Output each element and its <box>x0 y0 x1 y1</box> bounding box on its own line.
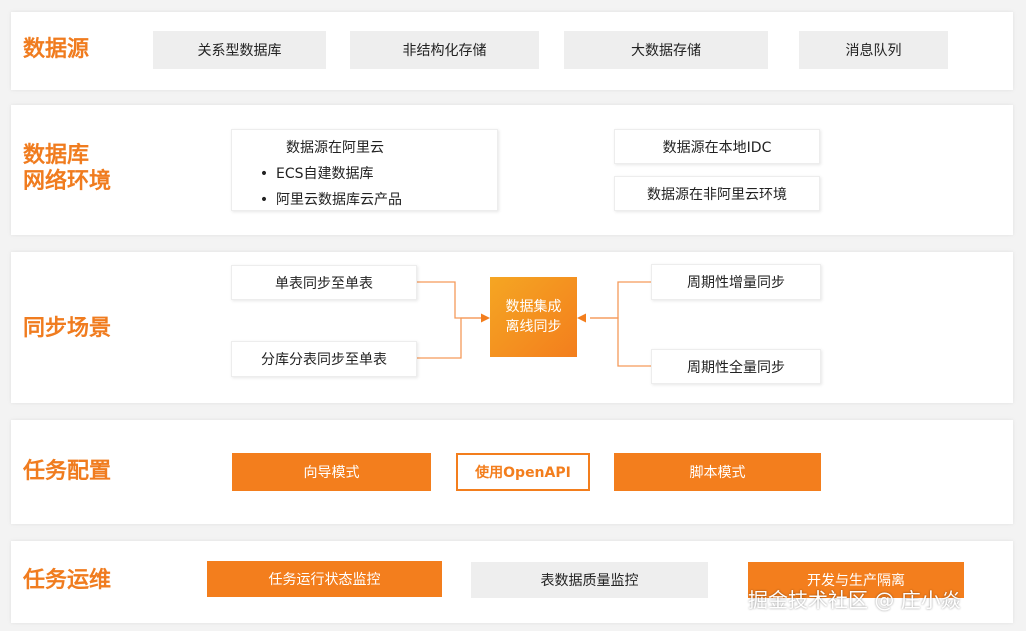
source-big-data-storage: 大数据存储 <box>564 31 768 69</box>
sync-periodic-full: 周期性全量同步 <box>651 349 821 384</box>
panel-title-sync: 同步场景 <box>23 316 112 341</box>
connector-sharded-table <box>417 317 484 359</box>
network-aliyun-bullet-ecs: ECS自建数据库 <box>276 161 497 187</box>
panel-title-network-line2: 网络环境 <box>23 169 112 194</box>
panel-title-task-ops: 任务运维 <box>23 568 112 593</box>
network-aliyun-box: 数据源在阿里云 ECS自建数据库 阿里云数据库云产品 <box>231 129 498 211</box>
ops-dev-prod-isolation: 开发与生产隔离 <box>748 562 964 598</box>
sync-sharded-to-single: 分库分表同步至单表 <box>231 341 417 377</box>
network-aliyun-title: 数据源在阿里云 <box>286 140 384 156</box>
network-aliyun-bullet-rds: 阿里云数据库云产品 <box>276 187 497 213</box>
ops-status-monitor: 任务运行状态监控 <box>207 561 442 597</box>
config-script-mode: 脚本模式 <box>614 453 821 491</box>
network-non-aliyun: 数据源在非阿里云环境 <box>614 176 820 211</box>
ops-quality-monitor: 表数据质量监控 <box>471 562 708 598</box>
sync-offline-center: 数据集成 离线同步 <box>490 277 577 357</box>
source-unstructured-storage: 非结构化存储 <box>350 31 539 69</box>
config-wizard-mode: 向导模式 <box>232 453 431 491</box>
connector-full <box>590 317 651 367</box>
watermark: 掘金技术社区 @ 庄小焱 <box>748 588 961 612</box>
panel-title-data-source: 数据源 <box>23 37 90 62</box>
connector-single-table <box>417 281 484 319</box>
panel-title-task-config: 任务配置 <box>23 459 112 484</box>
panel-title-network: 数据库 网络环境 <box>23 143 111 195</box>
source-relational-db: 关系型数据库 <box>153 31 326 69</box>
panel-network: 数据库 网络环境 <box>11 105 1013 235</box>
connector-incremental <box>590 281 651 319</box>
network-local-idc: 数据源在本地IDC <box>614 129 820 164</box>
arrow-into-center-right <box>577 313 586 323</box>
sync-center-line1: 数据集成 <box>505 299 562 315</box>
sync-single-to-single: 单表同步至单表 <box>231 265 417 300</box>
sync-periodic-incremental: 周期性增量同步 <box>651 264 821 300</box>
arrow-into-center-left <box>481 313 490 323</box>
sync-center-line2: 离线同步 <box>505 319 562 335</box>
panel-title-network-line1: 数据库 <box>23 143 90 168</box>
config-openapi: 使用OpenAPI <box>456 453 590 491</box>
source-message-queue: 消息队列 <box>799 31 948 69</box>
